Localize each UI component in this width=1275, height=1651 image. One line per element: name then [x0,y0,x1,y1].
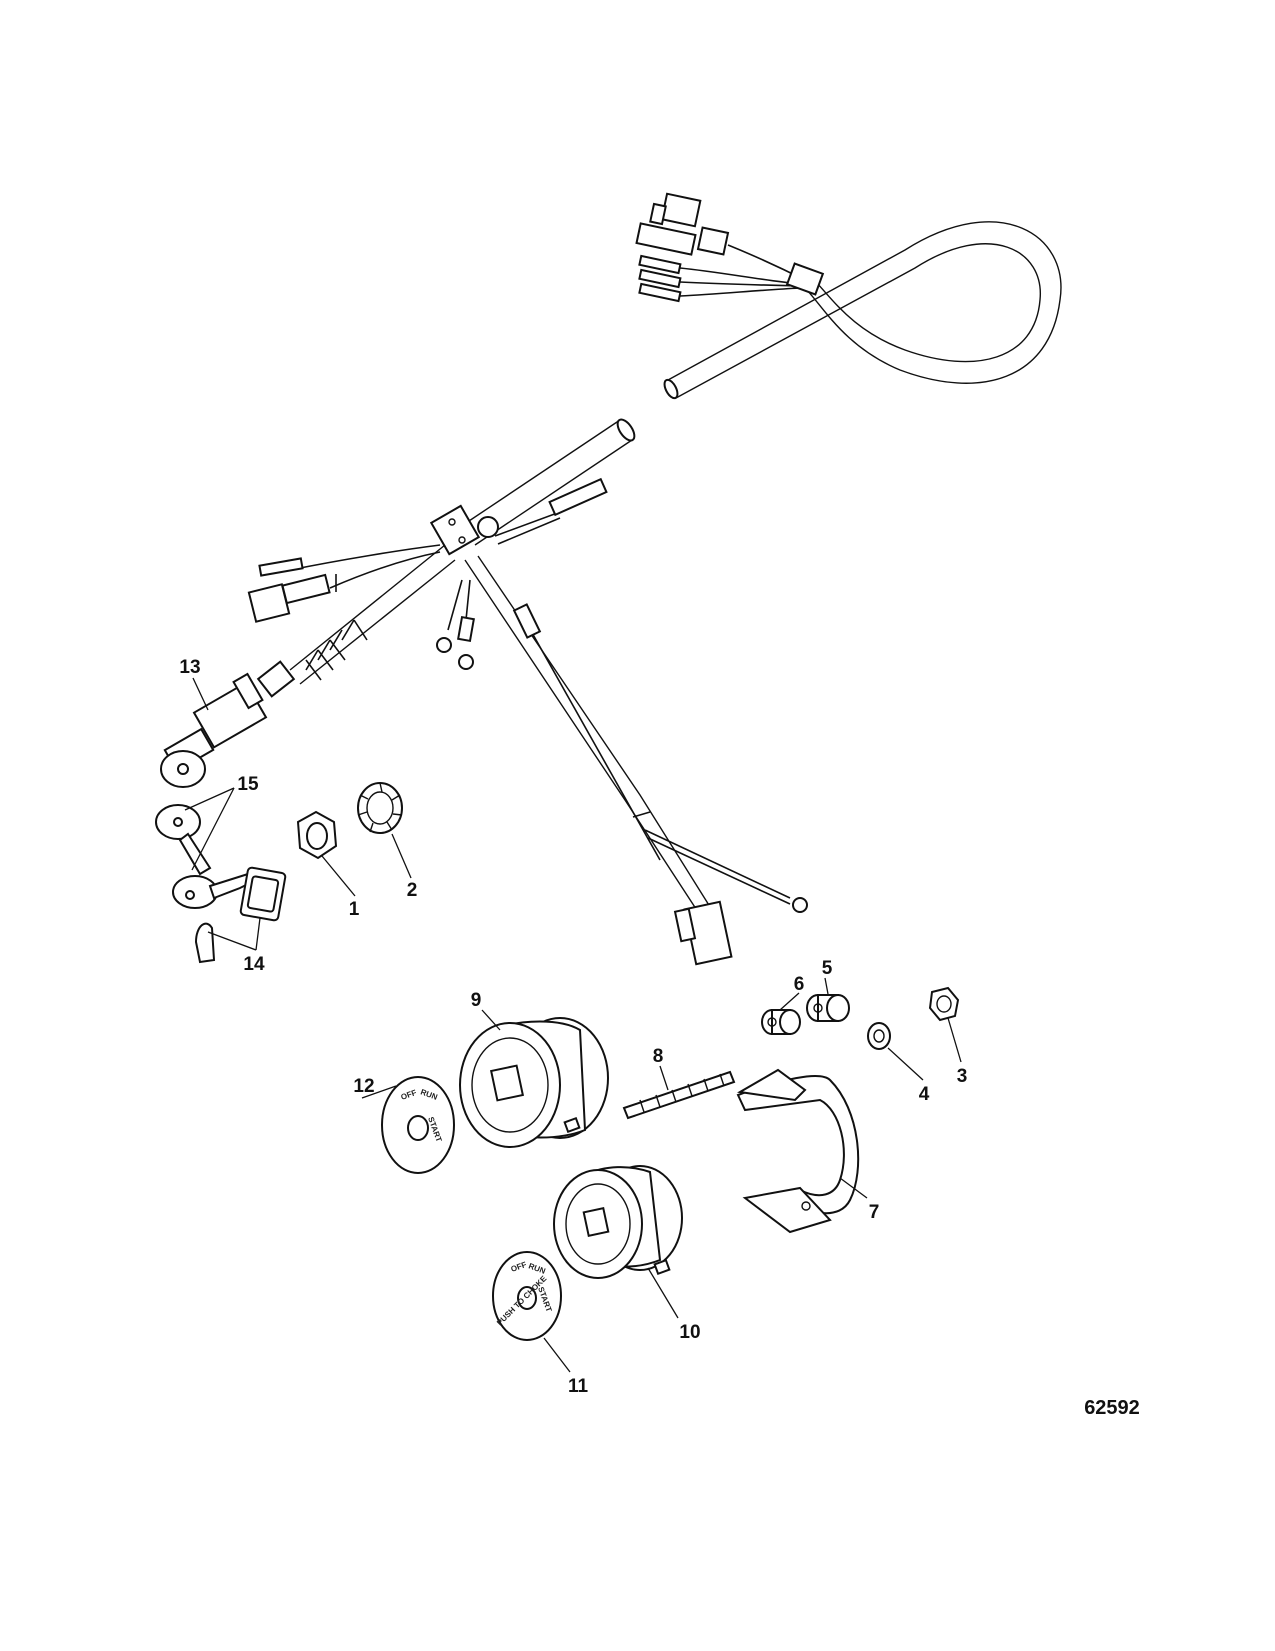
cable-middle [429,418,636,556]
ignition-keys [155,804,254,909]
callout-15: 15 [237,774,259,795]
threaded-stud [622,1070,736,1120]
harness-lower-branch [436,555,808,966]
switch-decal-push-to-choke: OFF RUN START PUSH TO CHOKE [492,1251,562,1341]
hex-nut-large [296,810,338,860]
callout-labels: 1 2 3 4 5 6 7 8 9 10 11 12 13 14 15 [179,657,967,1397]
callout-8: 8 [653,1046,664,1067]
callout-13: 13 [179,657,200,678]
callout-1: 1 [349,899,360,920]
callout-2: 2 [407,880,418,901]
callout-10: 10 [679,1322,700,1343]
switch-housing-upper [459,1017,609,1148]
switch-housing-lower [553,1165,683,1279]
callout-9: 9 [471,990,482,1011]
figure-number: 62592 [1084,1397,1140,1419]
ignition-key-switch [160,672,268,788]
mounting-bracket [736,1068,860,1234]
spacers [761,994,850,1035]
callout-5: 5 [822,958,833,979]
callout-11: 11 [568,1376,589,1397]
flat-washer [867,1022,891,1050]
hex-nut-small [928,986,960,1022]
callout-3: 3 [957,1066,968,1087]
harness-connector-top [635,192,825,303]
cable-loop [663,221,1062,400]
leader-lines [184,677,962,1373]
callout-14: 14 [243,954,265,975]
star-lock-washer [357,782,403,834]
callout-4: 4 [919,1084,930,1105]
callout-7: 7 [869,1202,880,1223]
harness-left-branch [247,544,456,698]
key-switch-clip-cover [194,866,287,964]
callout-6: 6 [794,974,805,995]
switch-decal-off-run-start: OFF RUN START [381,1076,455,1174]
callout-12: 12 [353,1076,374,1097]
